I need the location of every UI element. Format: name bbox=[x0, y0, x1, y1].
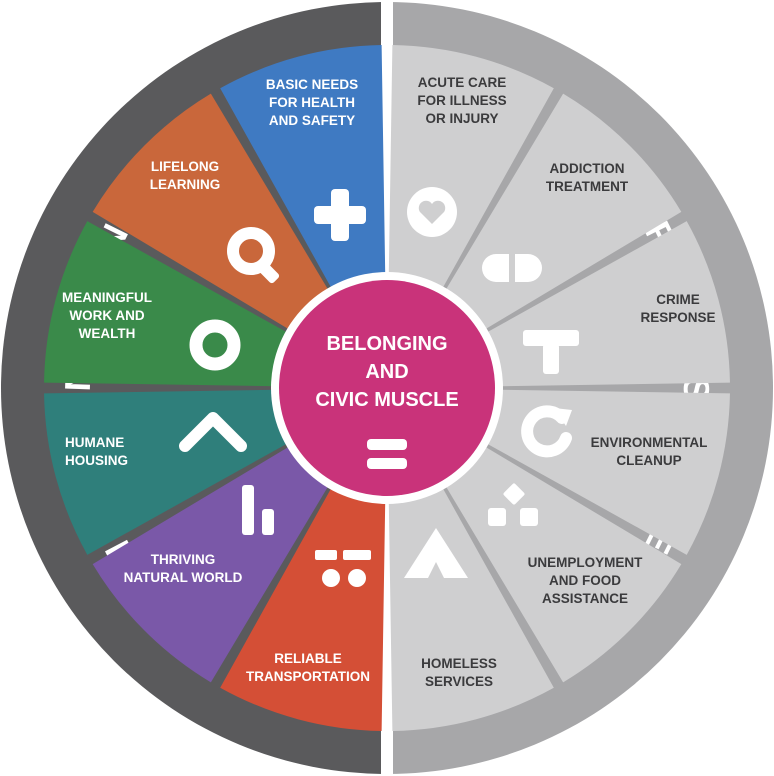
vehicle-icon bbox=[315, 550, 371, 587]
vital-condition-segment: BASIC NEEDS FOR HEALTH AND SAFETY bbox=[220, 45, 386, 298]
segment-label-line: FOR HEALTH bbox=[269, 95, 355, 110]
center-label-line: BELONGING bbox=[326, 333, 447, 355]
vital-condition-segment: MEANINGFUL WORK AND WEALTH bbox=[44, 221, 297, 387]
segment-label-line: OR INJURY bbox=[425, 111, 498, 126]
urgent-service-segment: ENVIRONMENTAL CLEANUP bbox=[477, 389, 730, 555]
urgent-service-segment: HOMELESS SERVICES bbox=[388, 478, 554, 731]
segment-label-line: AND FOOD bbox=[549, 573, 621, 588]
segment-label-line: RELIABLE bbox=[274, 651, 342, 666]
segment-wedge bbox=[477, 389, 730, 555]
vital-condition-segment: RELIABLE TRANSPORTATION bbox=[220, 478, 386, 731]
roof-icon bbox=[179, 412, 247, 452]
equals-icon bbox=[367, 439, 407, 469]
segment-wedge bbox=[440, 441, 682, 683]
bars-icon bbox=[242, 485, 274, 535]
segment-label-line: MEANINGFUL bbox=[62, 290, 152, 305]
plus-icon bbox=[314, 189, 366, 241]
segment-label-line: ACUTE CARE bbox=[418, 75, 507, 90]
center-circle bbox=[279, 280, 495, 496]
segment-wedge bbox=[220, 478, 386, 731]
segment-label-line: WEALTH bbox=[79, 326, 136, 341]
segment-label-line: ADDICTION bbox=[550, 161, 625, 176]
heart-icon bbox=[407, 187, 457, 237]
segment-label-line: HOUSING bbox=[65, 453, 128, 468]
recycle-icon bbox=[521, 405, 572, 458]
segment-label-line: NATURAL WORLD bbox=[124, 570, 243, 585]
segment-label-line: TREATMENT bbox=[546, 179, 629, 194]
segment-label-line: ENVIRONMENTAL bbox=[591, 435, 708, 450]
tent-icon bbox=[404, 528, 468, 578]
urgent-service-segment: ADDICTION TREATMENT bbox=[440, 93, 682, 335]
vital-condition-segment: LIFELONG LEARNING bbox=[92, 93, 334, 335]
urgent-service-segment: UNEMPLOYMENT AND FOOD ASSISTANCE bbox=[440, 441, 682, 683]
segment-label-line: UNEMPLOYMENT bbox=[528, 555, 644, 570]
segment-label-line: CLEANUP bbox=[616, 453, 681, 468]
segment-label-line: HOMELESS bbox=[421, 656, 497, 671]
segment-label-line: TRANSPORTATION bbox=[246, 669, 370, 684]
segment-label-line: BASIC NEEDS bbox=[266, 77, 358, 92]
segment-label-line: RESPONSE bbox=[640, 310, 715, 325]
segment-label-line: CRIME bbox=[656, 292, 700, 307]
segment-label-line: THRIVING bbox=[151, 552, 216, 567]
ring-icon bbox=[189, 319, 241, 371]
capsule-icon bbox=[482, 252, 542, 284]
segment-wedge bbox=[92, 441, 334, 683]
segment-label-line: LEARNING bbox=[150, 177, 221, 192]
urgent-service-segment: CRIME RESPONSE bbox=[477, 221, 730, 387]
magnifier-icon bbox=[227, 227, 280, 284]
vital-condition-segment: HUMANE HOUSING bbox=[44, 389, 297, 555]
segment-label-line: LIFELONG bbox=[151, 159, 219, 174]
segment-label-line: HUMANE bbox=[65, 435, 124, 450]
segment-label-line: FOR ILLNESS bbox=[417, 93, 506, 108]
segment-label-line: AND SAFETY bbox=[269, 113, 355, 128]
tee-icon bbox=[523, 330, 579, 374]
urgent-service-segment: ACUTE CARE FOR ILLNESS OR INJURY bbox=[388, 45, 554, 298]
blocks-icon bbox=[488, 483, 538, 526]
vital-condition-segment: THRIVING NATURAL WORLD bbox=[92, 441, 334, 683]
center-label-line: AND bbox=[365, 361, 408, 383]
segment-label-line: ASSISTANCE bbox=[542, 591, 628, 606]
segment-label-line: WORK AND bbox=[69, 308, 144, 323]
center-label-line: CIVIC MUSCLE bbox=[315, 389, 458, 411]
segment-label-line: SERVICES bbox=[425, 674, 493, 689]
